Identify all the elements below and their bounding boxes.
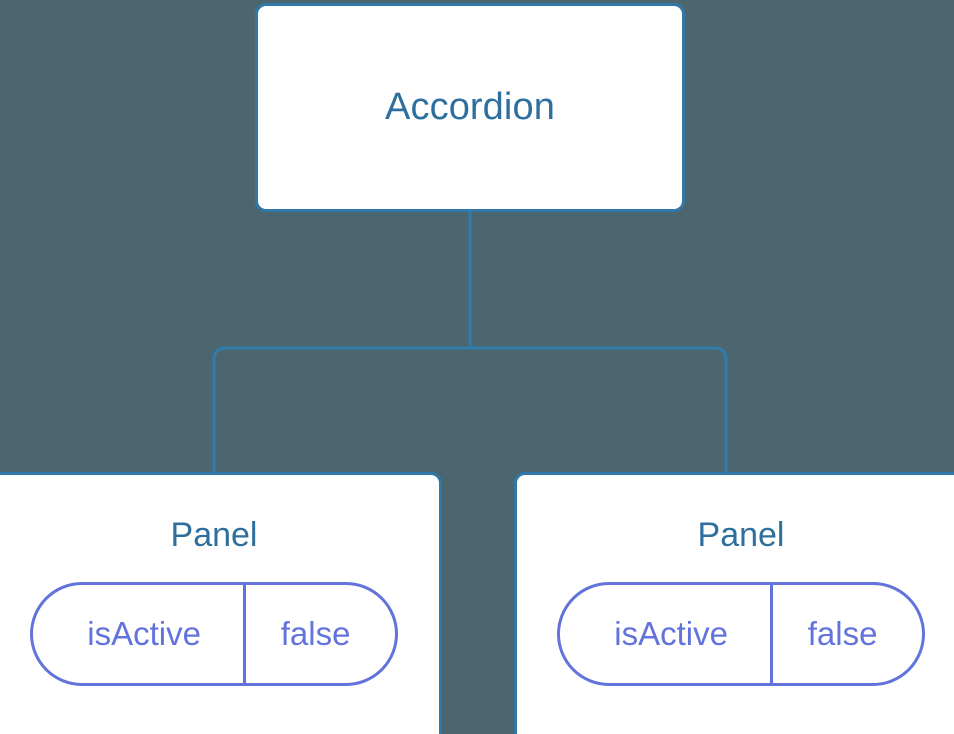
node-panel-1[interactable]: Panel isActive false <box>514 472 954 734</box>
node-panel-1-state-value: false <box>807 615 878 653</box>
node-panel-0-title: Panel <box>170 516 258 554</box>
node-panel-0-state-key: isActive <box>33 585 247 684</box>
node-panel-0-state-value: false <box>280 615 351 653</box>
node-panel-1-state-pill[interactable]: isActive false <box>557 582 925 687</box>
node-panel-0-state-pill[interactable]: isActive false <box>30 582 398 687</box>
node-accordion-title: Accordion <box>385 85 555 128</box>
connector-branch-bar <box>212 346 728 474</box>
node-panel-1-title: Panel <box>697 516 785 554</box>
node-panel-1-state-key: isActive <box>560 585 774 684</box>
node-panel-0[interactable]: Panel isActive false <box>0 472 442 734</box>
node-accordion[interactable]: Accordion <box>255 3 685 212</box>
